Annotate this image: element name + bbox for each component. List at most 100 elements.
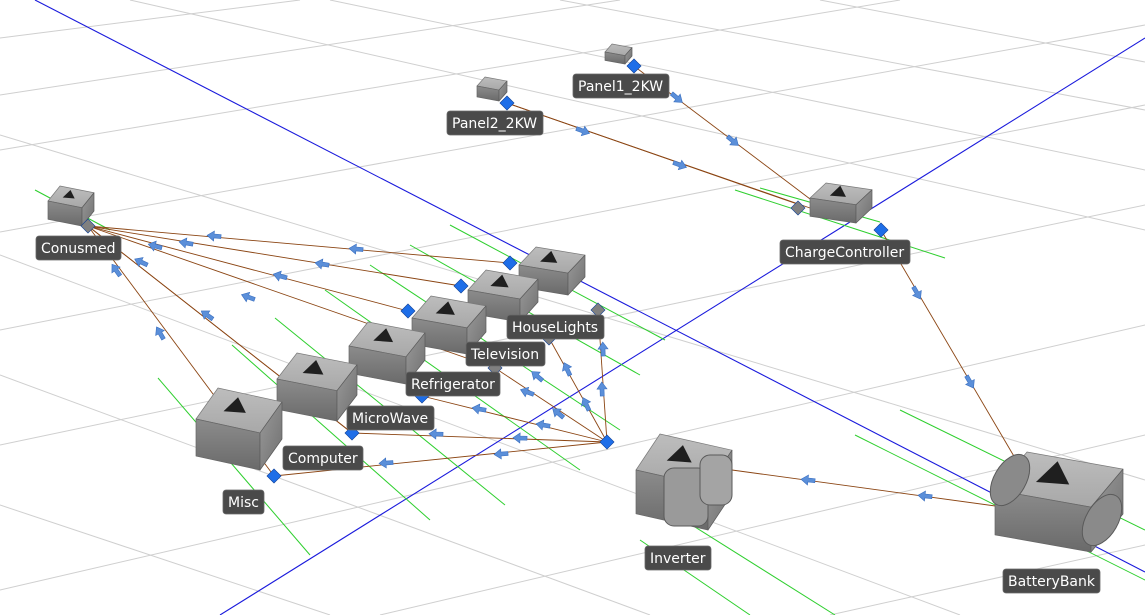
panel2-component[interactable] (476, 76, 508, 102)
connection-port-inactive[interactable] (790, 200, 806, 216)
x-axis-line (34, 0, 1145, 573)
flow-arrow (964, 374, 975, 389)
connection-port[interactable] (599, 434, 615, 450)
flow-arrow (581, 397, 592, 412)
label-text-conusmed: Conusmed (41, 241, 116, 257)
flow-arrow (597, 341, 609, 357)
z-axis-line (219, 37, 1145, 615)
misc-component[interactable] (195, 387, 283, 471)
chargecontroller-component[interactable] (809, 182, 873, 224)
label-panel1[interactable]: Panel1_2KW (572, 73, 670, 99)
flow-arrow (535, 419, 551, 431)
node-labels: Conusmed Panel1_2KW Panel2_2KW ChargeContro… (35, 73, 1101, 594)
flow-arrow (512, 432, 528, 444)
label-text-misc: Misc (228, 495, 259, 511)
flow-arrow (111, 263, 123, 278)
label-microwave[interactable]: MicroWave (346, 405, 435, 431)
flow-arrow (669, 91, 683, 103)
connection-port-inactive[interactable] (80, 218, 96, 234)
label-batterybank[interactable]: BatteryBank (1002, 568, 1101, 594)
components (47, 43, 1124, 553)
triangle-icon (223, 397, 246, 413)
label-text-computer: Computer (288, 451, 358, 467)
label-text-refrigerator: Refrigerator (411, 377, 495, 393)
label-chargecontroller[interactable]: ChargeController (779, 239, 911, 265)
flow-arrow (348, 243, 364, 255)
connection-port[interactable] (453, 278, 469, 294)
label-misc[interactable]: Misc (222, 489, 265, 515)
triangle-icon (62, 190, 75, 199)
label-television[interactable]: Television (465, 341, 546, 367)
link-inverter-microwave[interactable] (421, 395, 608, 443)
label-refrigerator[interactable]: Refrigerator (405, 371, 501, 397)
link-chargecontroller-batterybank[interactable] (880, 229, 1016, 459)
connection-port[interactable] (626, 58, 642, 74)
label-text-microwave: MicroWave (352, 411, 428, 427)
computer-component[interactable] (276, 352, 358, 422)
axis-lines (34, 0, 1145, 615)
flow-arrow (272, 270, 288, 282)
triangle-icon (829, 185, 846, 197)
link-panel2-chargecontroller-b (506, 102, 811, 209)
connection-port[interactable] (400, 303, 416, 319)
link-inverter-computer[interactable] (351, 432, 608, 443)
flow-arrow (493, 448, 509, 460)
label-text-television: Television (470, 347, 539, 363)
inverter-end-caps (663, 454, 733, 527)
triangle-icon (373, 328, 394, 343)
connection-port-inactive[interactable] (590, 302, 606, 318)
triangle-icon (490, 274, 509, 288)
label-panel2[interactable]: Panel2_2KW (446, 110, 544, 136)
flow-arrow (562, 362, 573, 377)
connection-port[interactable] (502, 255, 518, 271)
flow-arrow (147, 240, 163, 252)
flow-arrow (206, 230, 222, 242)
connection-port[interactable] (873, 222, 889, 238)
triangle-icon (666, 445, 692, 463)
link-refrigerator-conusmed[interactable] (87, 225, 409, 312)
batterybank-end-caps (989, 453, 1123, 547)
panel1-component[interactable] (604, 43, 633, 65)
flow-arrow (672, 159, 688, 171)
link-television-conusmed[interactable] (87, 225, 462, 287)
label-text-houselights: HouseLights (512, 320, 598, 336)
label-text-inverter: Inverter (650, 551, 706, 567)
label-computer[interactable]: Computer (282, 445, 364, 471)
flow-arrow (134, 257, 149, 268)
connection-port[interactable] (266, 468, 282, 484)
connection-port[interactable] (499, 95, 515, 111)
flow-arrow (155, 326, 166, 341)
triangle-icon (435, 301, 455, 315)
link-inverter-television[interactable] (548, 337, 608, 443)
flow-arrows (111, 91, 975, 502)
flow-arrow (552, 408, 566, 420)
flow-arrow (575, 125, 591, 137)
flow-arrow (519, 386, 535, 398)
flow-arrow (596, 381, 608, 397)
triangle-icon (540, 250, 558, 263)
label-inverter[interactable]: Inverter (644, 545, 712, 571)
link-inverter-refrigerator[interactable] (494, 367, 608, 443)
conusmed-component[interactable] (47, 185, 95, 227)
label-text-panel2: Panel2_2KW (452, 116, 537, 132)
link-batterybank-inverter[interactable] (731, 469, 1011, 509)
flow-arrow (725, 134, 739, 146)
link-houselights-conusmed[interactable] (87, 225, 511, 264)
triangle-icon (1035, 461, 1070, 485)
flow-arrow (917, 490, 933, 502)
triangle-icon (302, 360, 324, 375)
label-conusmed[interactable]: Conusmed (35, 235, 122, 261)
flow-arrow (531, 371, 545, 383)
flow-arrow (471, 403, 487, 415)
flow-arrow (200, 310, 215, 322)
label-houselights[interactable]: HouseLights (506, 314, 605, 340)
flow-arrow (911, 285, 922, 300)
flow-arrow (178, 237, 194, 249)
label-text-batterybank: BatteryBank (1008, 574, 1096, 590)
flow-arrow (314, 258, 330, 270)
flow-arrow (240, 291, 256, 303)
flow-arrow (428, 428, 444, 440)
flow-arrow (800, 474, 816, 486)
